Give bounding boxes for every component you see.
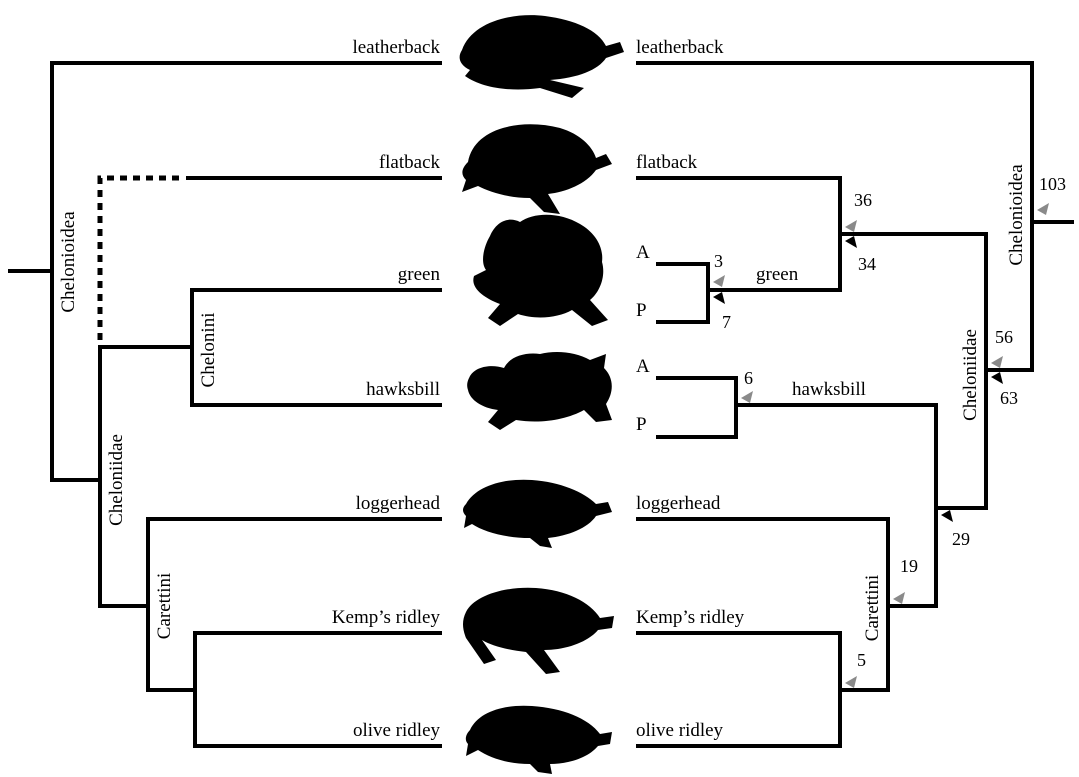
node-value-green-grey: 3 — [714, 251, 723, 271]
node-value-flatback-green-grey: 36 — [854, 190, 872, 210]
right-label-loggerhead: loggerhead — [636, 493, 721, 514]
arrow-chelonioidea-grey — [1037, 203, 1049, 215]
left-label-kemps-ridley: Kemp’s ridley — [332, 607, 441, 628]
right-label-hawksbill-a: A — [636, 356, 650, 377]
left-flatback-uncertain-branch — [97, 175, 185, 340]
left-clade-carettini: Carettini — [154, 573, 175, 639]
left-label-green: green — [398, 264, 441, 285]
node-value-cheloniidae-black: 63 — [1000, 388, 1018, 408]
right-tree: leatherback flatback green hawksbill log… — [636, 37, 1074, 748]
right-clade-carettini: Carettini — [862, 575, 883, 641]
node-value-flatback-green-black: 34 — [858, 254, 876, 274]
right-label-flatback: flatback — [636, 152, 698, 173]
kemps-ridley-silhouette — [463, 587, 614, 674]
right-label-green-p: P — [636, 300, 647, 321]
right-label-green: green — [756, 264, 799, 285]
node-value-cheloniidae-grey: 56 — [995, 327, 1013, 347]
node-value-chelonioidea: 103 — [1039, 174, 1066, 194]
arrow-cheloniidae-black — [991, 372, 1003, 384]
arrow-green-grey — [713, 275, 725, 287]
flatback-silhouette — [462, 124, 612, 214]
right-label-kemps-ridley: Kemp’s ridley — [636, 607, 745, 628]
arrow-cheloniidae-grey — [991, 356, 1003, 368]
arrow-flatback-green-black — [845, 236, 857, 248]
loggerhead-silhouette — [463, 479, 612, 548]
right-label-green-a: A — [636, 242, 650, 263]
left-label-leatherback: leatherback — [352, 37, 440, 58]
hawksbill-silhouette — [467, 352, 612, 430]
left-clade-chelonini: Chelonini — [198, 313, 219, 388]
right-label-hawksbill-p: P — [636, 414, 647, 435]
green-silhouette — [473, 214, 608, 326]
left-clade-chelonioidea: Chelonioidea — [58, 211, 79, 313]
node-value-ridleys: 5 — [857, 650, 866, 670]
arrow-green-black — [713, 292, 725, 304]
arrow-hawksbill-grey — [741, 391, 753, 403]
arrow-ridleys-grey — [845, 676, 857, 688]
right-branch-leatherback — [636, 61, 1034, 258]
arrow-flatback-green-grey — [845, 220, 857, 232]
left-label-hawksbill: hawksbill — [366, 379, 440, 400]
leatherback-silhouette — [459, 15, 624, 98]
left-label-olive-ridley: olive ridley — [353, 720, 441, 741]
left-clade-cheloniidae: Cheloniidae — [106, 434, 127, 526]
node-value-hawks-caretti: 29 — [952, 529, 970, 549]
arrow-hawks-caretti-black — [941, 510, 953, 522]
right-clade-chelonioidea: Chelonioidea — [1006, 164, 1027, 266]
left-tree: leatherback flatback green hawksbill log… — [8, 37, 442, 748]
left-label-flatback: flatback — [379, 152, 441, 173]
right-clade-cheloniidae: Cheloniidae — [960, 329, 981, 421]
node-value-green-black: 7 — [722, 312, 731, 332]
left-label-loggerhead: loggerhead — [356, 493, 441, 514]
right-label-hawksbill: hawksbill — [792, 379, 866, 400]
arrow-carettini-grey — [893, 592, 905, 604]
right-label-olive-ridley: olive ridley — [636, 720, 724, 741]
olive-ridley-silhouette — [465, 705, 612, 774]
right-label-leatherback: leatherback — [636, 37, 724, 58]
node-value-hawksbill: 6 — [744, 368, 753, 388]
turtle-silhouettes — [459, 15, 624, 774]
node-value-carettini: 19 — [900, 556, 918, 576]
